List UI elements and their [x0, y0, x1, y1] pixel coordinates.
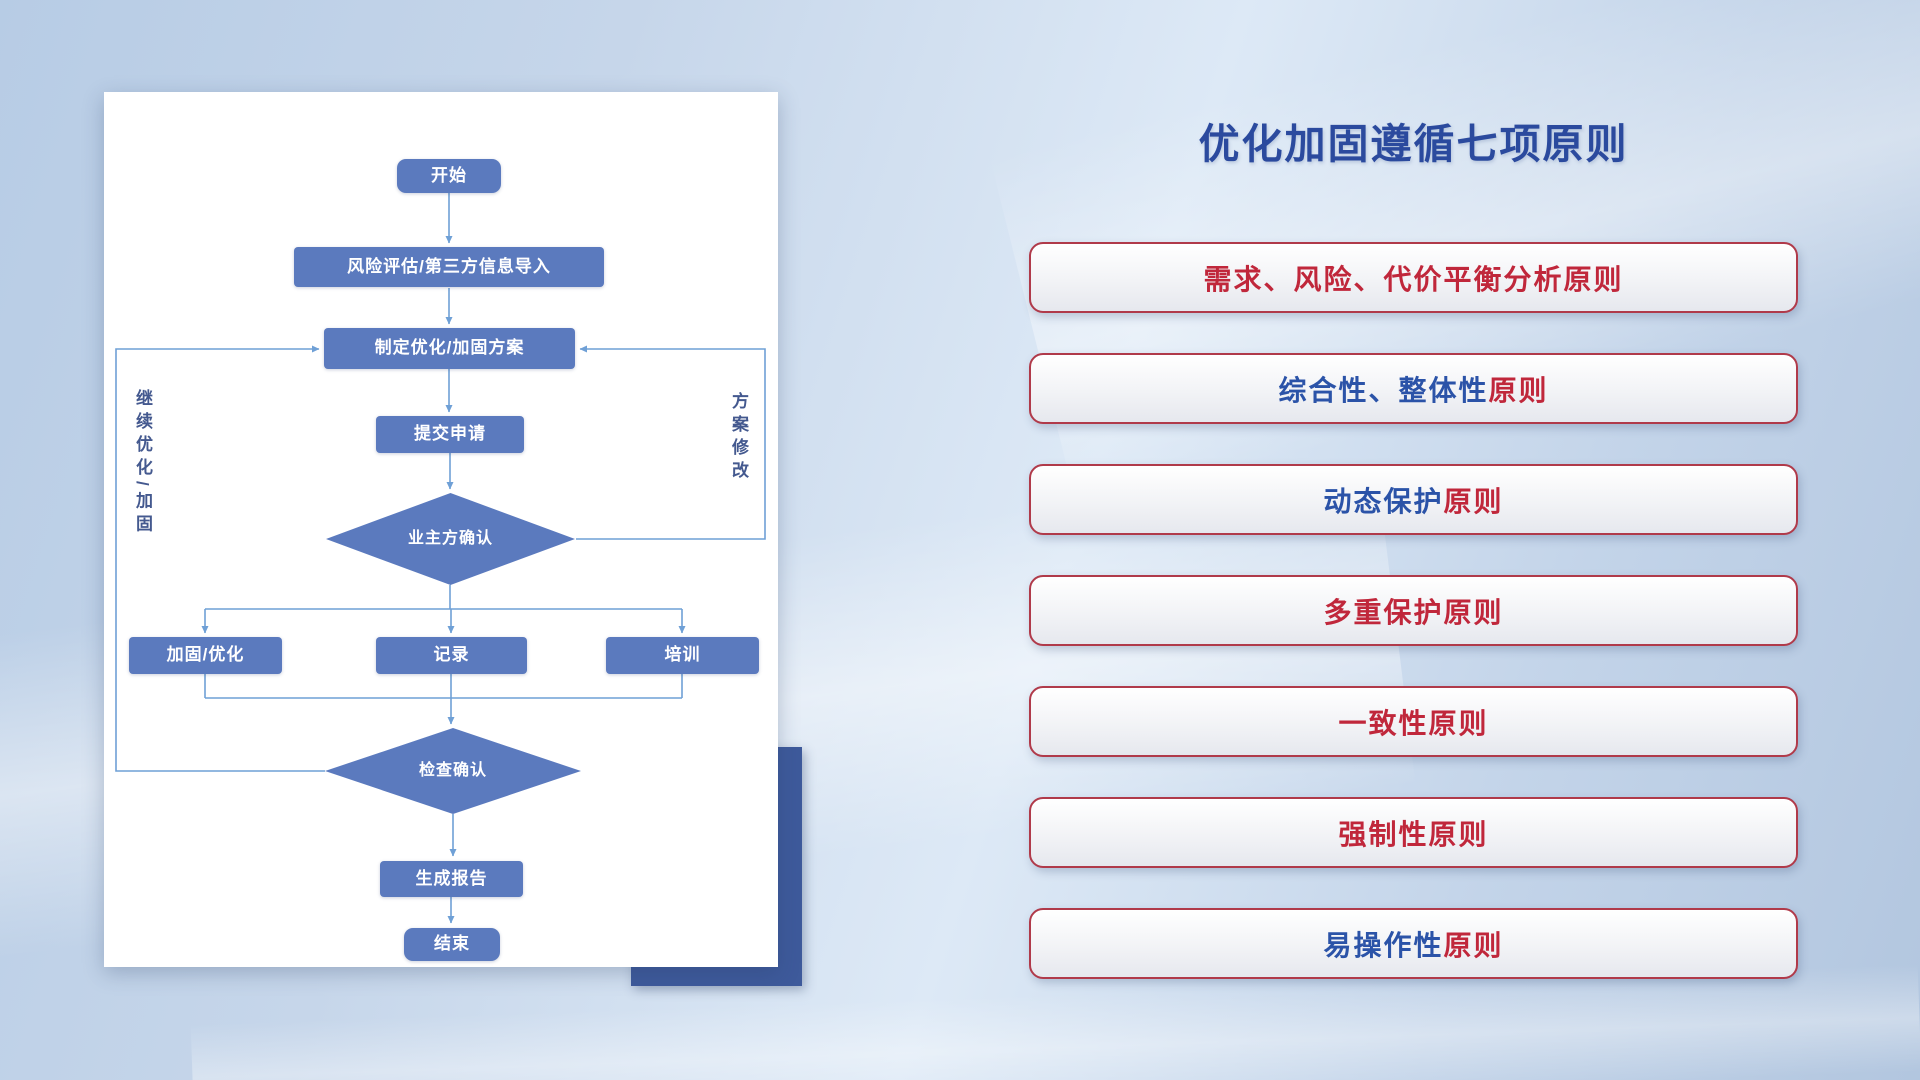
flow-node-training: 培训: [606, 637, 759, 674]
flow-node-harden-optimize: 加固/优化: [129, 637, 282, 674]
flow-node-generate-report-label: 生成报告: [415, 868, 488, 888]
flowchart-connectors: [115, 193, 766, 924]
flow-node-start: 开始: [397, 159, 501, 193]
flow-node-start-label: 开始: [431, 165, 467, 185]
flow-node-risk-import-label: 风险评估/第三方信息导入: [347, 256, 551, 276]
flow-node-end: 结束: [404, 928, 500, 961]
principle-item-6: 强制性原则: [1029, 797, 1798, 868]
flow-node-harden-optimize-label: 加固/优化: [166, 645, 245, 665]
principle-item-1: 需求、风险、代价平衡分析原则: [1029, 242, 1798, 313]
flow-node-submit: 提交申请: [376, 416, 524, 453]
principle-item-4: 多重保护原则: [1029, 575, 1798, 646]
principles-list: 需求、风险、代价平衡分析原则 综合性、整体性原则 动态保护原则 多重保护原则 一…: [1029, 242, 1798, 979]
principle-text-blue: 综合性、整体性: [1278, 374, 1489, 406]
principle-text-red: 原则: [1488, 374, 1549, 406]
flow-node-generate-report: 生成报告: [380, 861, 523, 897]
principle-item-3: 动态保护原则: [1029, 464, 1798, 535]
flow-label-continue-optimize: 继续优化/加固: [133, 389, 152, 538]
flow-node-record-label: 记录: [433, 645, 470, 665]
principle-text-red: 多重保护原则: [1323, 596, 1504, 628]
principle-item-7: 易操作性原则: [1029, 908, 1798, 979]
flow-node-submit-label: 提交申请: [414, 424, 486, 444]
flow-node-check-confirm-label: 检查确认: [418, 762, 487, 780]
principle-text-red: 需求、风险、代价平衡分析原则: [1203, 263, 1624, 295]
principle-text-red: 原则: [1443, 485, 1504, 517]
principle-text-red: 一致性原则: [1338, 707, 1489, 739]
page-title: 优化加固遵循七项原则: [1198, 121, 1629, 167]
flowchart-card: 开始 风险评估/第三方信息导入 制定优化/加固方案 提交申请 业主方确认 加固/…: [104, 92, 778, 967]
flow-node-make-plan-label: 制定优化/加固方案: [374, 338, 525, 358]
principle-text-blue: 动态保护: [1323, 485, 1444, 517]
principle-item-2: 综合性、整体性原则: [1029, 353, 1798, 424]
flow-node-owner-confirm-label: 业主方确认: [407, 530, 493, 548]
principle-text-red: 原则: [1443, 929, 1504, 961]
principle-text-blue: 易操作性: [1323, 929, 1444, 961]
flow-node-record: 记录: [376, 637, 527, 674]
flow-label-plan-revision: 方案修改: [729, 392, 748, 484]
principle-item-5: 一致性原则: [1029, 686, 1798, 757]
flow-node-make-plan: 制定优化/加固方案: [324, 328, 575, 369]
principle-text-red: 强制性原则: [1338, 818, 1489, 850]
flow-node-risk-import: 风险评估/第三方信息导入: [294, 247, 604, 287]
flow-node-end-label: 结束: [434, 934, 470, 954]
background-streak: [190, 963, 1920, 1080]
flow-node-training-label: 培训: [664, 645, 701, 665]
